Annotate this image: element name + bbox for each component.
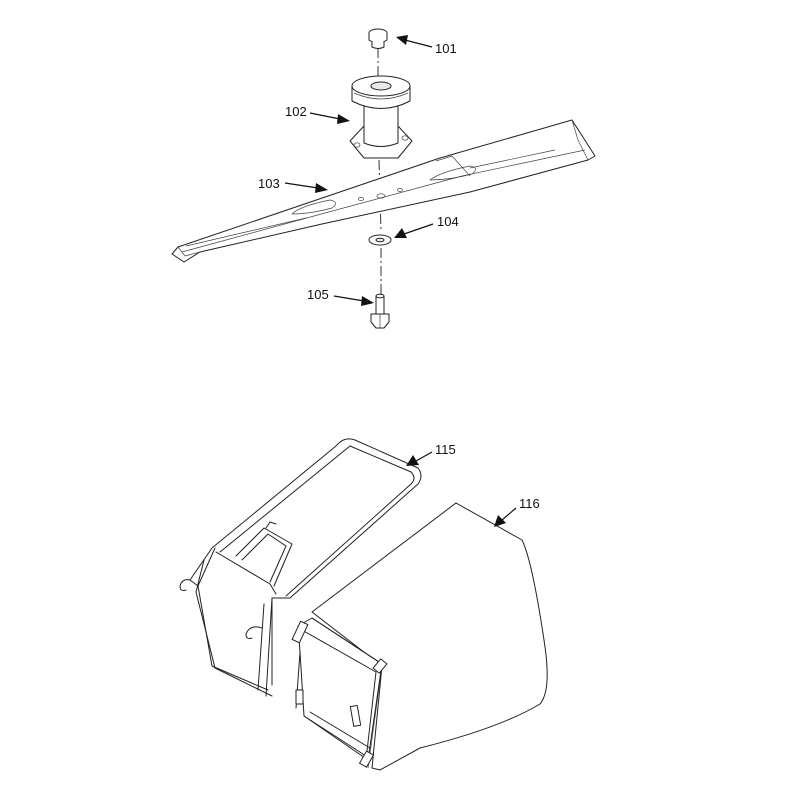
part-116-catcher-bag[interactable] <box>291 502 548 771</box>
label-116: 116 <box>519 496 540 511</box>
label-104: 104 <box>437 214 459 229</box>
leader-104 <box>394 223 434 238</box>
leader-116 <box>494 507 517 527</box>
leader-115 <box>406 451 433 466</box>
label-115: 115 <box>435 442 456 457</box>
leader-103 <box>284 182 328 193</box>
part-102-blade-adapter[interactable] <box>349 75 413 159</box>
label-102: 102 <box>285 104 307 119</box>
leader-102 <box>309 112 350 124</box>
part-104-washer[interactable] <box>368 234 392 246</box>
label-101: 101 <box>435 41 457 56</box>
label-105: 105 <box>307 287 329 302</box>
label-103: 103 <box>258 176 280 191</box>
leader-101 <box>396 35 433 48</box>
part-105-blade-bolt[interactable] <box>370 293 390 329</box>
leader-105 <box>333 295 374 306</box>
part-115-catcher-frame[interactable] <box>179 438 422 697</box>
part-101-bolt-cap[interactable] <box>368 28 388 49</box>
part-103-mower-blade[interactable] <box>171 119 596 263</box>
